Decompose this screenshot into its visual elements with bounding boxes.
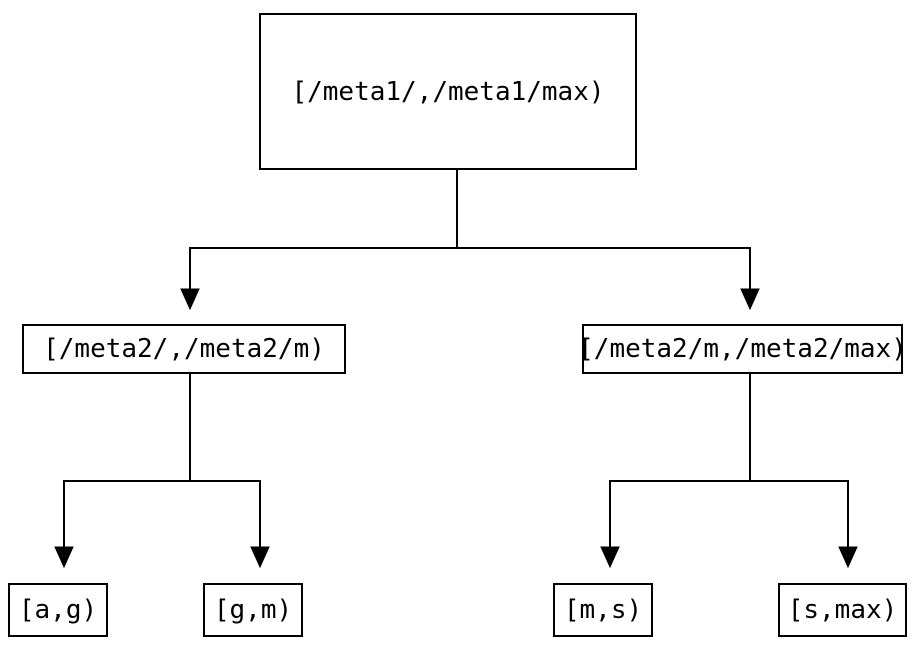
node-leaf-smax-label: [s,max) (787, 595, 898, 625)
node-right-child-label: [/meta2/m,/meta2/max) (578, 334, 907, 364)
node-right-child: [/meta2/m,/meta2/max) (578, 324, 907, 374)
node-leaf-gm-label: [g,m) (213, 595, 293, 625)
node-left-child: [/meta2/,/meta2/m) (22, 324, 346, 374)
node-leaf-smax: [s,max) (778, 583, 907, 637)
arrowhead-icon (180, 288, 200, 311)
node-leaf-gm: [g,m) (203, 583, 303, 637)
arrowhead-icon (54, 546, 74, 569)
arrowhead-icon (600, 546, 620, 569)
arrowhead-icon (250, 546, 270, 569)
node-root: [/meta1/,/meta1/max) (259, 13, 637, 170)
node-root-label: [/meta1/,/meta1/max) (291, 76, 605, 107)
node-leaf-ms: [m,s) (553, 583, 653, 637)
node-leaf-ag-label: [a,g) (18, 595, 98, 625)
arrowhead-icon (838, 546, 858, 569)
node-leaf-ag: [a,g) (8, 583, 108, 637)
node-leaf-ms-label: [m,s) (563, 595, 643, 625)
node-left-child-label: [/meta2/,/meta2/m) (43, 334, 325, 364)
arrowhead-icon (740, 288, 760, 311)
